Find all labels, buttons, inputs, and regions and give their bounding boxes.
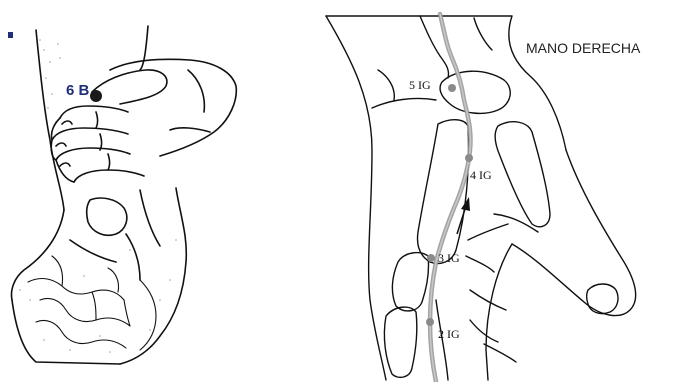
point-6b-label: 6 B	[66, 82, 90, 99]
leg-outline-left	[36, 30, 64, 210]
finger-1	[60, 106, 128, 118]
foot-vein-network	[28, 256, 156, 350]
right-panel-hand-bones	[326, 16, 636, 380]
point-3ig-marker	[427, 254, 435, 262]
finger-4	[74, 170, 144, 182]
carpal-1	[440, 71, 510, 113]
point-4ig-marker	[465, 154, 473, 162]
phalanx-5-middle	[384, 307, 416, 377]
thumb-phalanx	[587, 284, 619, 314]
corner-mark	[8, 32, 13, 38]
fingernail-1	[62, 121, 72, 124]
heel-outline	[120, 188, 186, 364]
finger-2	[52, 128, 128, 140]
fingernail-2	[56, 143, 66, 146]
thumb-joint-lines	[466, 256, 516, 362]
knuckle-lines	[96, 112, 110, 170]
point-5ig-label: 5 IG	[409, 78, 431, 92]
hand-crease	[170, 70, 210, 132]
malleolus	[87, 198, 127, 235]
carpal-3	[372, 98, 436, 108]
left-panel-ankle-illustration	[8, 26, 236, 364]
finger-3	[56, 148, 130, 160]
leg-stipple	[39, 39, 61, 123]
point-3ig-label: 3 IG	[438, 251, 460, 265]
point-6b-marker	[90, 90, 102, 102]
hand-back	[110, 59, 236, 156]
point-2ig-marker	[426, 318, 434, 326]
hand-outline-lower	[486, 244, 512, 380]
panel-title: MANO DERECHA	[526, 40, 641, 56]
radius-bone	[474, 18, 492, 50]
carpal-2	[378, 70, 394, 100]
ankle-outline	[12, 210, 65, 300]
point-5ig-marker	[448, 84, 456, 92]
phalanx-5-proximal	[392, 253, 428, 311]
metacarpal-4	[495, 122, 550, 227]
hand-outline-thumb-side	[512, 150, 636, 316]
point-4ig-label: 4 IG	[470, 168, 492, 182]
thumb	[92, 70, 167, 104]
fingernail-3	[60, 163, 70, 166]
arrow-up-icon	[457, 197, 470, 234]
point-2ig-label: 2 IG	[438, 327, 460, 341]
hand-outline-left	[326, 16, 386, 380]
leg-outline-right	[140, 26, 148, 70]
